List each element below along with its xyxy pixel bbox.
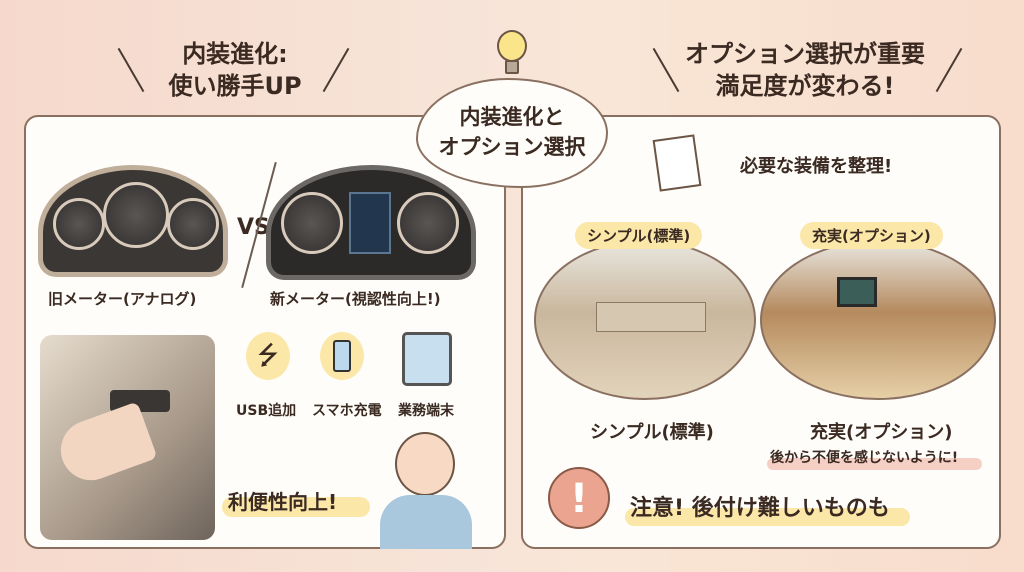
benefit-text: 利便性向上! (228, 490, 338, 514)
new-digital-meter-illustration (266, 165, 476, 280)
new-meter-label: 新メーター(視認性向上!) (270, 290, 441, 308)
simple-label: シンプル(標準) (590, 422, 714, 443)
right-header: オプション選択が重要 満足度が変わる! (660, 38, 950, 102)
advice-text: 後から不便を感じないように! (770, 450, 959, 466)
old-analog-meter-illustration (38, 165, 228, 277)
center-cloud: 内装進化と オプション選択 (416, 78, 608, 188)
rich-interior-bubble (760, 240, 996, 400)
decor-slash (117, 47, 145, 93)
old-meter-label: 旧メーター(アナログ) (48, 290, 197, 308)
highlight (767, 458, 982, 470)
simple-interior-bubble (534, 240, 756, 400)
console-usb-illustration (40, 335, 215, 540)
left-header: 内装進化: 使い勝手UP (150, 38, 320, 102)
warning-text: 注意! 後付け難しいものも (630, 496, 890, 521)
right-header-line2: 満足度が変わる! (715, 72, 895, 100)
vs-label: VS (237, 215, 270, 240)
feature-tablet-label: 業務端末 (398, 403, 454, 419)
left-header-line2: 使い勝手UP (168, 72, 302, 100)
checklist-text: 必要な装備を整理! (740, 156, 893, 177)
lightbulb-icon (497, 30, 527, 62)
cloud-title-line1: 内装進化と (459, 105, 565, 129)
usb-icon: ⭍ (246, 332, 290, 380)
left-header-line1: 内装進化: (182, 40, 288, 68)
lightbulb-base (505, 60, 519, 74)
smartphone-icon (320, 332, 364, 380)
person-body (380, 495, 472, 549)
checklist-icon (652, 134, 702, 192)
highlight (625, 508, 910, 526)
highlight (222, 497, 370, 517)
warning-icon: ! (548, 467, 610, 529)
right-header-line1: オプション選択が重要 (685, 40, 925, 68)
cloud-title-line2: オプション選択 (438, 135, 586, 159)
simple-tag: シンプル(標準) (575, 222, 703, 249)
rich-tag: 充実(オプション) (800, 222, 943, 249)
feature-phone-label: スマホ充電 (312, 403, 382, 419)
tablet-icon (402, 332, 452, 386)
decor-slash (322, 47, 350, 93)
rich-label: 充実(オプション) (810, 422, 953, 443)
feature-usb-label: USB追加 (236, 403, 297, 419)
smiling-person-illustration (395, 432, 455, 496)
